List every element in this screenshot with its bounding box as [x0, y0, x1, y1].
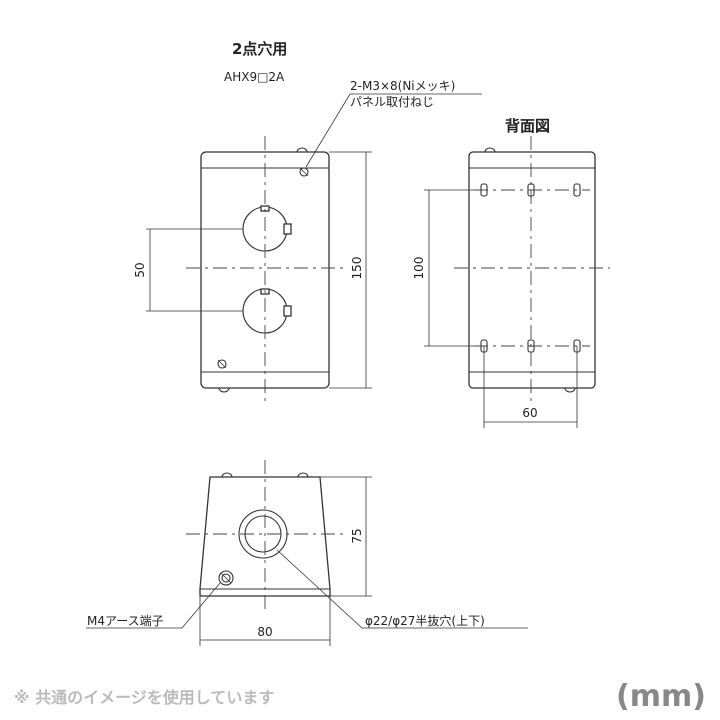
earth-terminal: [218, 570, 234, 586]
front-panel-screw-top: [296, 147, 309, 177]
earth-terminal-label: M4アース端子: [87, 614, 164, 628]
dimension-side-depth: 75: [350, 528, 364, 543]
front-view: 150 50 2-M3×8(Niメッキ) パネル取付ねじ: [133, 79, 482, 404]
model-number: AHX9□2A: [224, 70, 285, 84]
dimension-side-width: 80: [257, 625, 272, 639]
dimension-back-width: 60: [522, 406, 537, 420]
hole-label: φ22/φ27半抜穴(上下): [365, 613, 485, 628]
screw-note-line1: 2-M3×8(Niメッキ): [350, 79, 455, 93]
earth-terminal-leader: [86, 582, 221, 629]
side-screw-right: [297, 472, 309, 478]
back-screw-top: [484, 147, 496, 153]
screw-note-line2: パネル取付ねじ: [350, 95, 434, 109]
back-body-outline: [468, 151, 596, 389]
dimension-back-height: 100: [412, 257, 426, 280]
front-panel-screw-bottom: [217, 359, 230, 393]
back-view-label: 背面図: [505, 117, 550, 135]
hole-leader-line: [276, 549, 528, 629]
footer-note: ※ 共通のイメージを使用しています: [14, 688, 274, 707]
side-screw-left: [221, 472, 233, 478]
back-screw-bottom: [564, 387, 576, 393]
unit-label: (mm): [616, 679, 706, 714]
dimension-hole-pitch: 50: [133, 262, 147, 277]
back-view: 背面図 100 60: [412, 117, 610, 428]
side-view: 75 80 M4アース端子 φ22/φ27半抜穴(上下): [86, 460, 528, 646]
drawing-title: 2点穴用: [232, 40, 287, 58]
dimension-front-height: 150: [350, 257, 364, 280]
screw-leader-line: [305, 93, 482, 168]
